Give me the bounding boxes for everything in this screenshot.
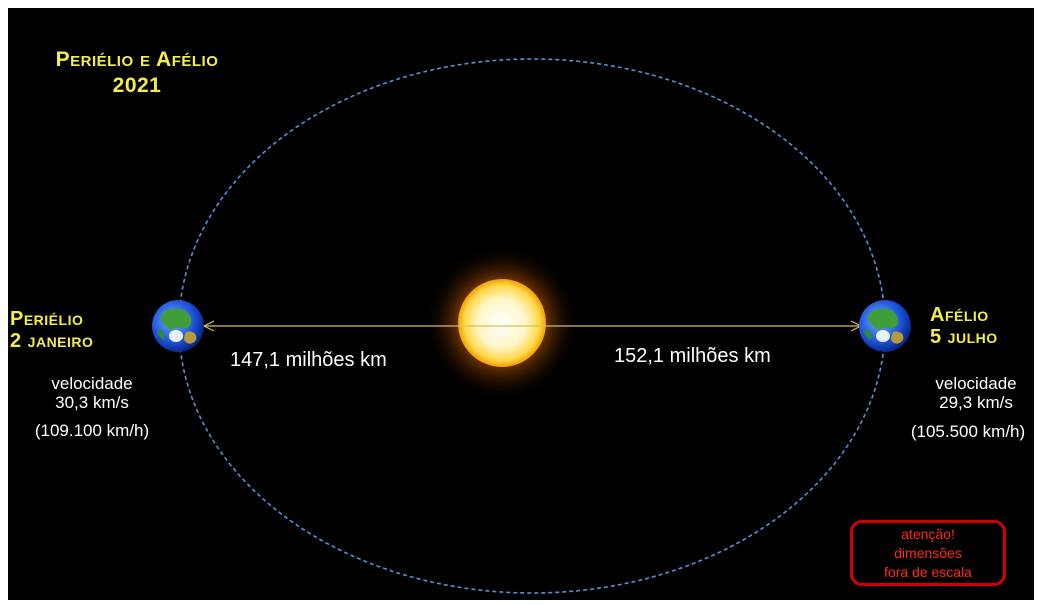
aphelion-distance: 152,1 milhões km [614, 345, 771, 367]
perihelion-name: Periélio [10, 308, 84, 330]
aphelion-velocity-label: velocidade [935, 374, 1017, 393]
earth-icon [152, 300, 204, 352]
title-line1: Periélio e Afélio [55, 48, 219, 71]
warning-line1: atenção! [901, 526, 955, 542]
perihelion-velocity-label: velocidade [51, 374, 133, 393]
aphelion-velocity-kmh: (105.500 km/h) [910, 422, 1026, 441]
scale-warning-box: atenção! dimensões fora de escala [850, 520, 1006, 586]
warning-line3: fora de escala [884, 564, 972, 580]
perihelion-velocity-kmh: (109.100 km/h) [34, 421, 150, 440]
diagram-canvas: Periélio e Afélio 2021 Periélio 2 janeir… [8, 8, 1034, 600]
aphelion-velocity-kms: 29,3 km/s [939, 393, 1013, 412]
warning-line2: dimensões [894, 545, 962, 561]
title-year: 2021 [112, 74, 162, 97]
perihelion-velocity-kms: 30,3 km/s [55, 393, 129, 412]
perihelion-date: 2 janeiro [10, 330, 94, 352]
aphelion-name: Afélio [930, 304, 989, 326]
sun-icon [424, 245, 580, 401]
perihelion-distance: 147,1 milhões km [230, 349, 387, 371]
aphelion-date: 5 julho [930, 326, 998, 348]
orbit-diagram [152, 58, 911, 594]
earth-icon [859, 300, 911, 352]
